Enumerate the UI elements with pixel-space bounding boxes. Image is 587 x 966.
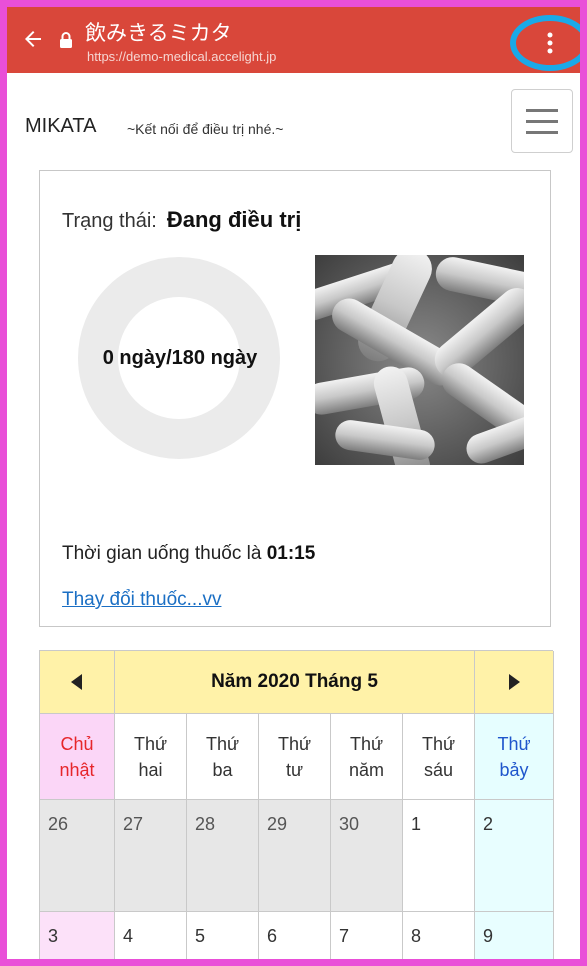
calendar-title: Năm 2020 Tháng 5 <box>115 651 475 714</box>
prev-month-button[interactable] <box>40 651 115 714</box>
hamburger-menu-icon <box>526 120 558 123</box>
hamburger-menu-button[interactable] <box>511 89 573 153</box>
hamburger-menu-icon <box>526 109 558 112</box>
brand-name[interactable]: MIKATA <box>25 115 97 137</box>
status-value: Đang điều trị <box>166 207 302 232</box>
medication-time: Thời gian uống thuốc là 01:15 <box>62 543 315 565</box>
kebab-menu-icon[interactable] <box>543 29 557 57</box>
tagline: ~Kết nối để điều trị nhé.~ <box>127 121 284 137</box>
calendar-day[interactable]: 5 <box>187 912 259 959</box>
calendar-day[interactable]: 1 <box>403 800 475 912</box>
change-medication-link[interactable]: Thay đổi thuốc...vv <box>62 589 222 610</box>
progress-track <box>78 257 280 459</box>
calendar-day[interactable]: 4 <box>115 912 187 959</box>
calendar-day[interactable]: 7 <box>331 912 403 959</box>
calendar-day[interactable]: 27 <box>115 800 187 912</box>
status-row: Trạng thái: Đang điều trị <box>62 207 301 233</box>
calendar-day[interactable]: 8 <box>403 912 475 959</box>
triangle-right-icon <box>509 674 520 690</box>
app-header: MIKATA ~Kết nối để điều trị nhé.~ <box>7 73 580 171</box>
calendar-day[interactable]: 9 <box>475 912 554 959</box>
calendar-day[interactable]: 3 <box>40 912 115 959</box>
medication-time-label: Thời gian uống thuốc là <box>62 543 262 564</box>
next-month-button[interactable] <box>475 651 554 714</box>
triangle-left-icon <box>71 674 82 690</box>
medication-time-value: 01:15 <box>266 543 316 564</box>
lock-icon <box>60 32 72 48</box>
highlight-circle <box>510 15 580 71</box>
calendar-day[interactable]: 26 <box>40 800 115 912</box>
calendar-day[interactable]: 29 <box>259 800 331 912</box>
browser-page-title: 飲みきるミカタ <box>85 21 232 45</box>
progress-donut <box>78 257 280 459</box>
bacteria-illustration <box>315 255 524 465</box>
hamburger-menu-icon <box>526 131 558 134</box>
browser-toolbar: 飲みきるミカタ https://demo-medical.accelight.j… <box>7 7 580 73</box>
arrow-left-icon[interactable] <box>21 27 45 51</box>
browser-url[interactable]: https://demo-medical.accelight.jp <box>87 49 277 64</box>
status-label: Trạng thái: <box>62 210 157 232</box>
calendar-day[interactable]: 6 <box>259 912 331 959</box>
calendar-day[interactable]: 30 <box>331 800 403 912</box>
progress-text: 0 ngày/180 ngày <box>102 347 258 369</box>
calendar-day[interactable]: 2 <box>475 800 554 912</box>
status-card: Trạng thái: Đang điều trị 0 ngày/180 ngày <box>39 170 551 627</box>
calendar-day[interactable]: 28 <box>187 800 259 912</box>
bacteria-image <box>315 255 524 465</box>
